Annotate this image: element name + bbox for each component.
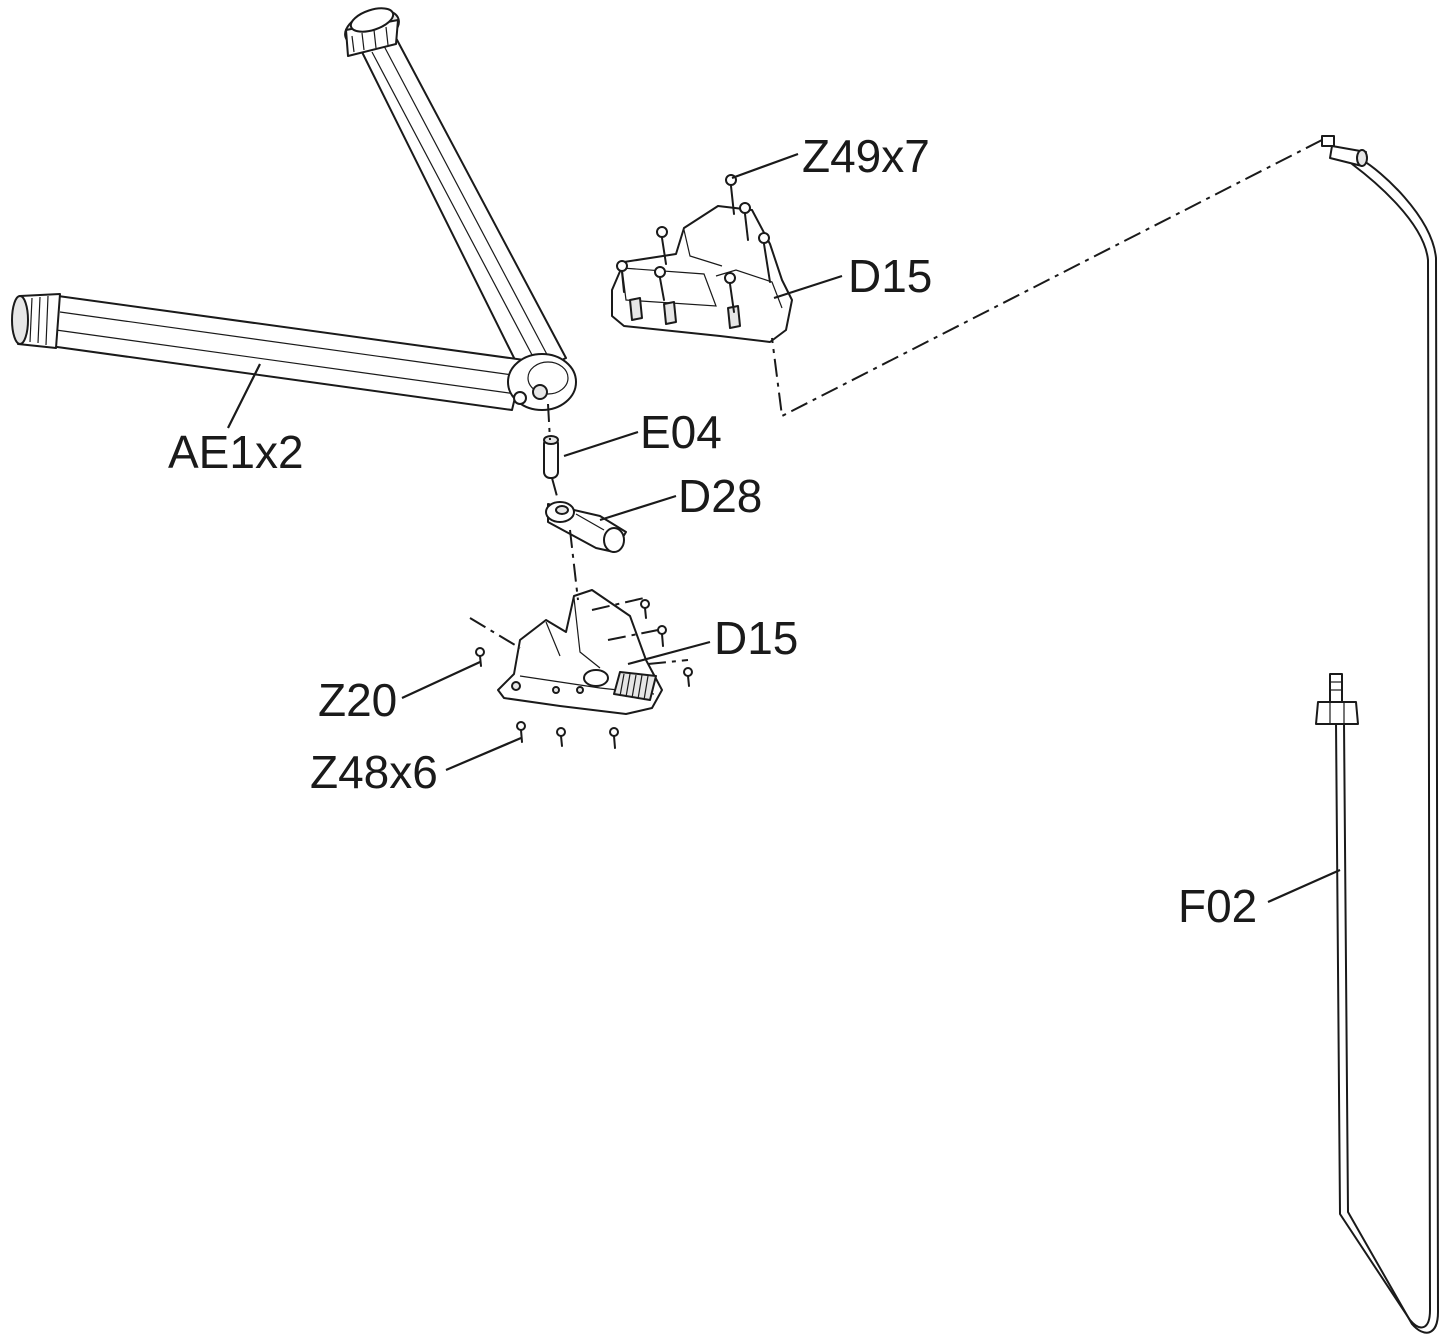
screw-z20	[475, 647, 485, 667]
label-e04: E04	[640, 406, 722, 458]
assembly-lines	[469, 139, 1323, 665]
tube-hub	[507, 353, 577, 411]
cable-fitting-top	[1321, 135, 1368, 167]
clevis-d28	[545, 501, 627, 553]
label-d15-bottom: D15	[714, 612, 798, 664]
label-ae1: AE1x2	[168, 426, 304, 478]
cable-f02	[1315, 135, 1439, 1334]
label-f02: F02	[1178, 880, 1257, 932]
label-z48: Z48x6	[310, 746, 438, 798]
cable-fitting-bottom	[1315, 673, 1359, 725]
pin-e04	[543, 435, 559, 479]
label-z49: Z49x7	[802, 130, 930, 182]
tube-end-cap-left	[11, 293, 61, 349]
housing-d15-bottom	[475, 589, 693, 749]
gear-teeth	[613, 671, 657, 701]
tube-assembly-ae1	[11, 7, 577, 411]
part-labels: AE1x2 E04 D28 Z49x7 D15 D15 Z20 Z48x6 F0…	[168, 130, 1257, 932]
housing-d15-top	[611, 174, 793, 343]
label-z20: Z20	[318, 674, 397, 726]
screw-z48-set	[516, 599, 693, 749]
label-d28: D28	[678, 470, 762, 522]
tube-horizontal	[11, 293, 525, 411]
label-d15-top: D15	[848, 250, 932, 302]
screw-z49-set	[616, 174, 771, 313]
tube-end-cap-top	[344, 7, 400, 57]
tube-diagonal	[344, 7, 567, 379]
leader-lines	[227, 152, 1341, 904]
